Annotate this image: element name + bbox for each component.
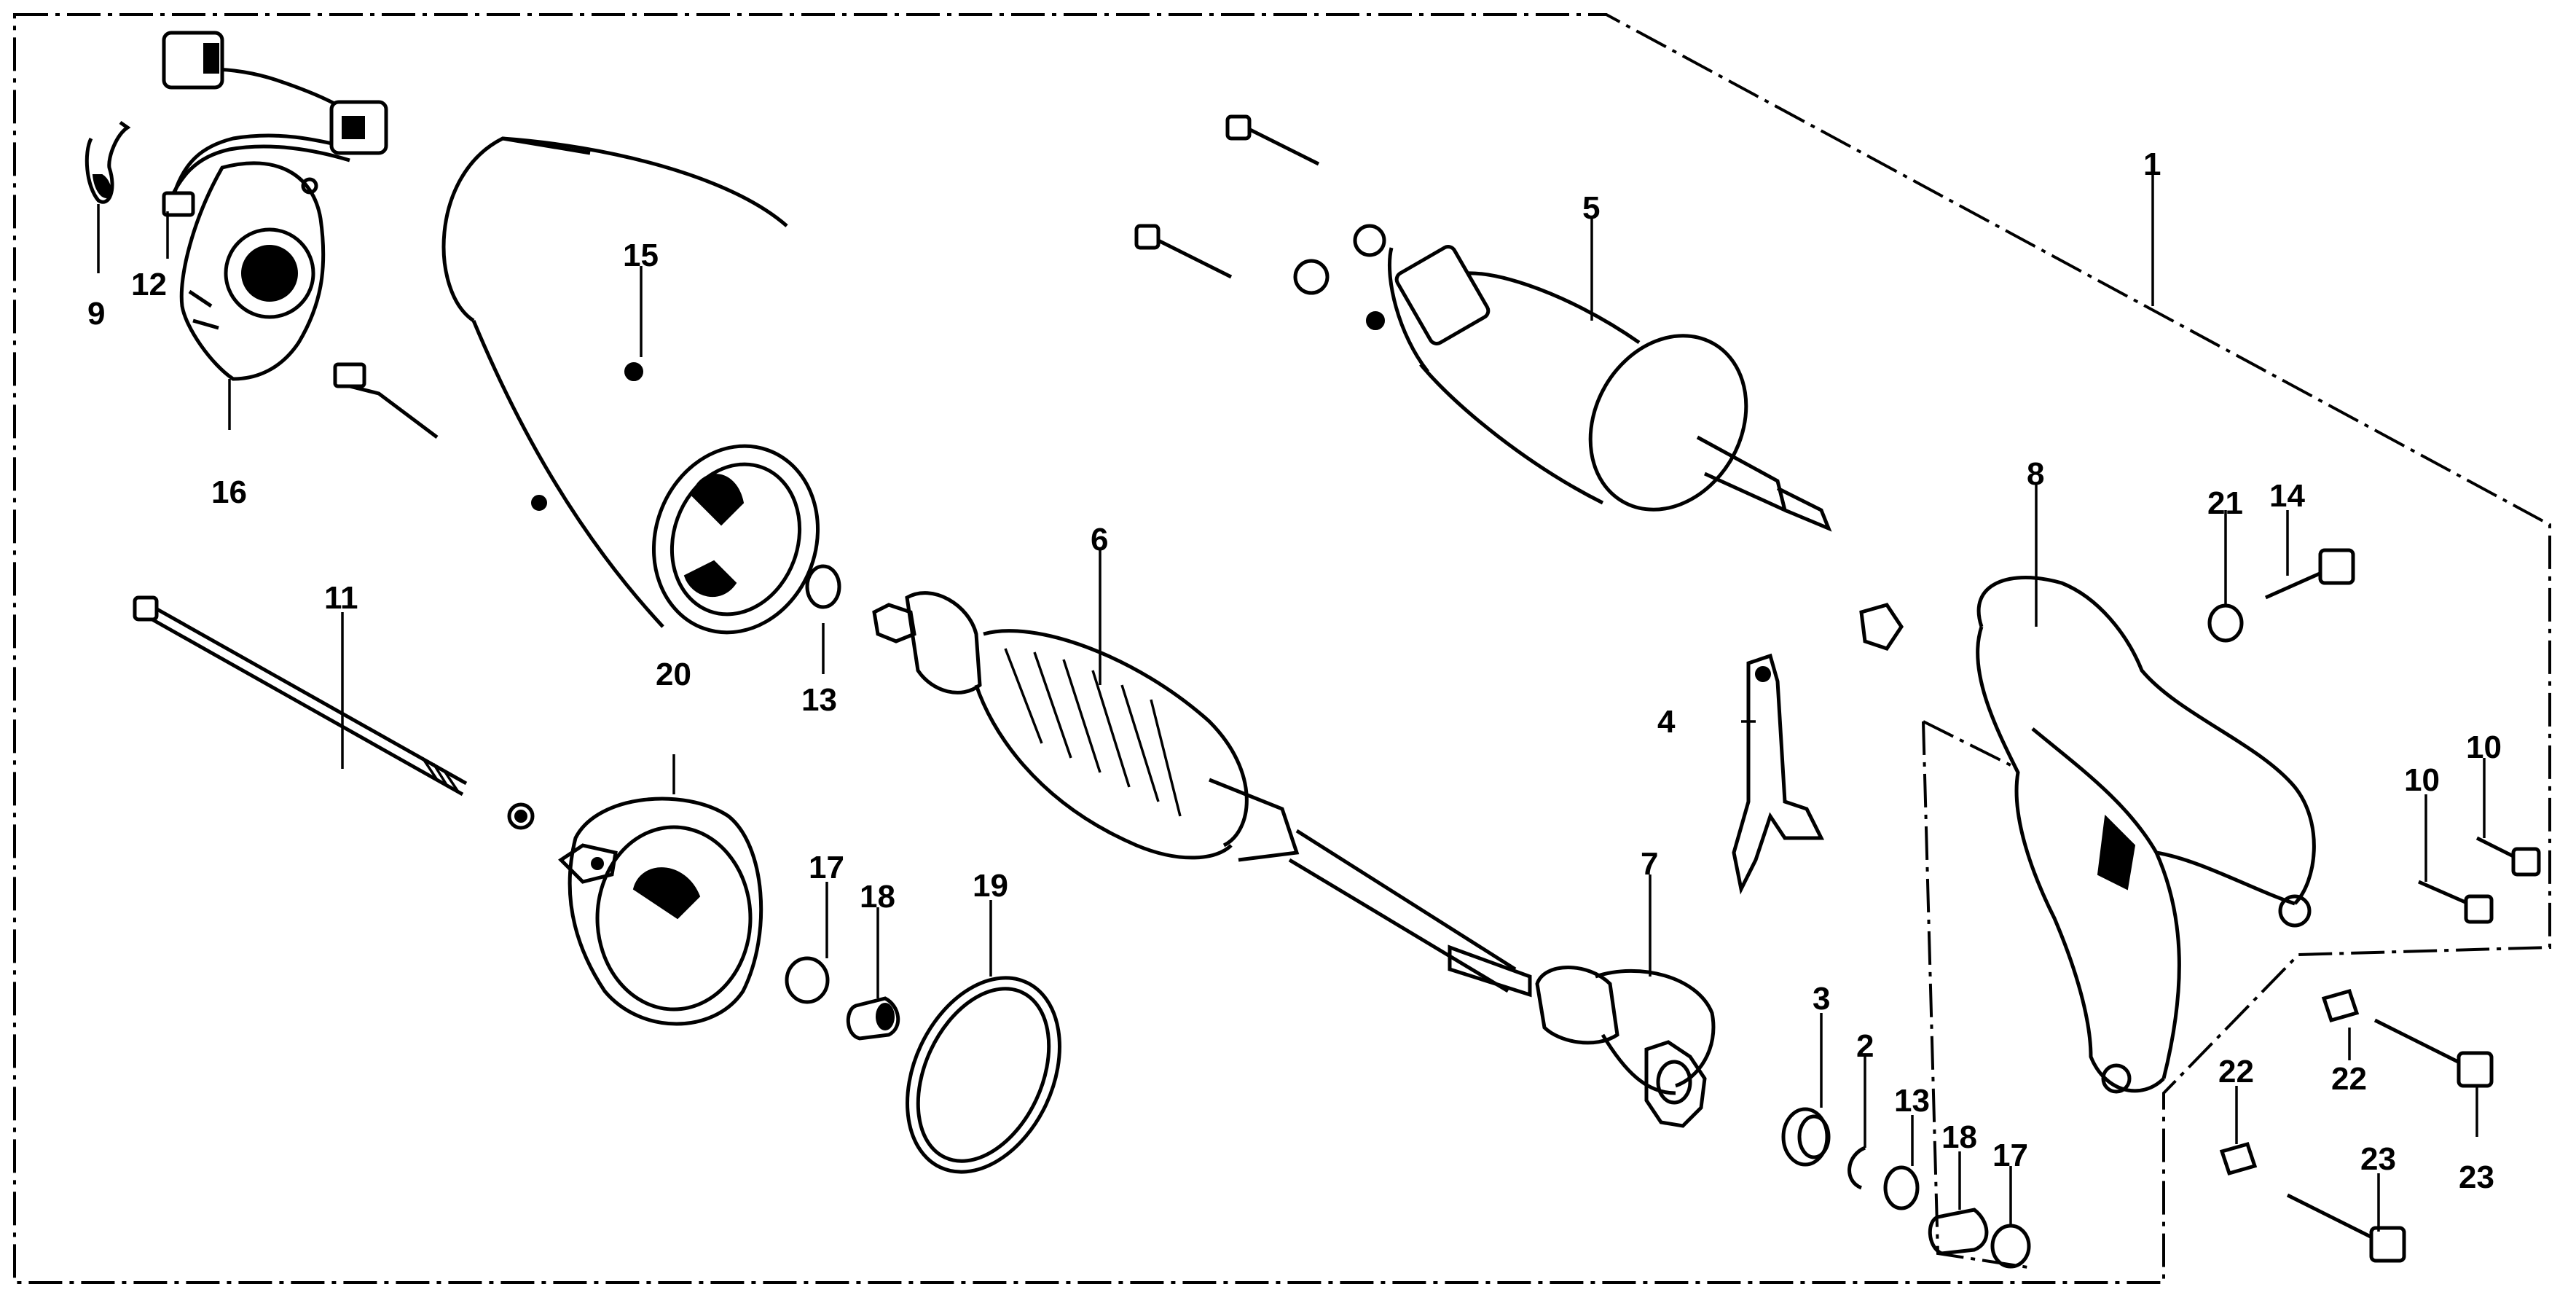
part-3-stop-collar (1781, 1107, 1831, 1167)
part-bolts-nuts-upper (1134, 114, 1386, 295)
part-20-rear-housing (558, 797, 763, 1026)
part-22-dowel-a (2321, 988, 2360, 1023)
callout-11: 11 (324, 580, 358, 616)
callout-22-b: 22 (2218, 1054, 2254, 1089)
callout-17-b: 17 (1992, 1138, 2028, 1173)
callout-5: 5 (1582, 190, 1600, 226)
part-13-washer-upper (805, 564, 841, 609)
part-15-yoke (333, 136, 820, 635)
part-8-gear-housing (1976, 576, 2316, 1094)
callout-labels: 1 2 3 4 5 6 7 8 9 10 10 11 12 13 13 14 1… (87, 146, 2502, 1195)
callout-19: 19 (973, 868, 1008, 904)
callout-16: 16 (211, 474, 247, 510)
callout-18-b: 18 (1941, 1119, 1977, 1155)
callout-15: 15 (623, 238, 659, 273)
callout-13-b: 13 (1894, 1083, 1930, 1119)
callout-10-a: 10 (2466, 729, 2502, 765)
callout-23-b: 23 (2360, 1141, 2396, 1177)
callout-8: 8 (2027, 456, 2044, 492)
callout-9: 9 (87, 296, 105, 332)
part-2-clip (1847, 1146, 1866, 1190)
part-22-dowel-b (2219, 1141, 2258, 1176)
callout-13-a: 13 (801, 682, 837, 718)
part-16-brush-holder (179, 161, 326, 381)
part-10-bolt-b (2475, 836, 2541, 877)
part-7-clutch (1535, 966, 1716, 1128)
part-18-bushing-right (1928, 1208, 1989, 1256)
callout-22-a: 22 (2331, 1061, 2367, 1097)
part-12-harness (162, 31, 388, 217)
part-washer (507, 802, 535, 830)
part-19-o-ring (906, 976, 1061, 1174)
part-13-washer-lower (1883, 1165, 1920, 1210)
leader-lines (97, 168, 2486, 1232)
callout-1: 1 (2143, 146, 2161, 182)
part-10-bolt-a (2417, 880, 2494, 924)
part-9-clip (85, 120, 131, 204)
callout-12: 12 (131, 267, 167, 302)
part-small-retainer (1859, 603, 1904, 651)
callout-4: 4 (1657, 704, 1676, 740)
callout-23-a: 23 (2459, 1159, 2494, 1195)
callout-6: 6 (1091, 522, 1108, 557)
part-4-shift-lever (1732, 653, 1825, 895)
part-5-solenoid (1366, 245, 1832, 532)
callout-14: 14 (2269, 478, 2305, 514)
callout-17-a: 17 (809, 850, 844, 885)
callout-10-b: 10 (2404, 762, 2440, 798)
part-14-bolt (2264, 548, 2355, 600)
callout-7: 7 (1641, 846, 1658, 882)
assembly-boundary (13, 13, 2551, 1284)
part-23-bolt-a (2373, 1018, 2494, 1088)
callout-2: 2 (1856, 1028, 1874, 1064)
part-17-cap-left (785, 956, 830, 1004)
part-18-bushing-left (846, 996, 900, 1041)
part-23-bolt-b (2286, 1193, 2406, 1263)
callout-20: 20 (656, 657, 691, 692)
callout-18-a: 18 (860, 879, 895, 915)
part-11-through-bolt (133, 595, 468, 797)
part-6-armature (872, 591, 1532, 998)
callout-21: 21 (2207, 485, 2243, 521)
callout-3: 3 (1813, 981, 1830, 1017)
part-21-washer (2207, 603, 2244, 643)
part-17-cap-right (1990, 1224, 2031, 1269)
